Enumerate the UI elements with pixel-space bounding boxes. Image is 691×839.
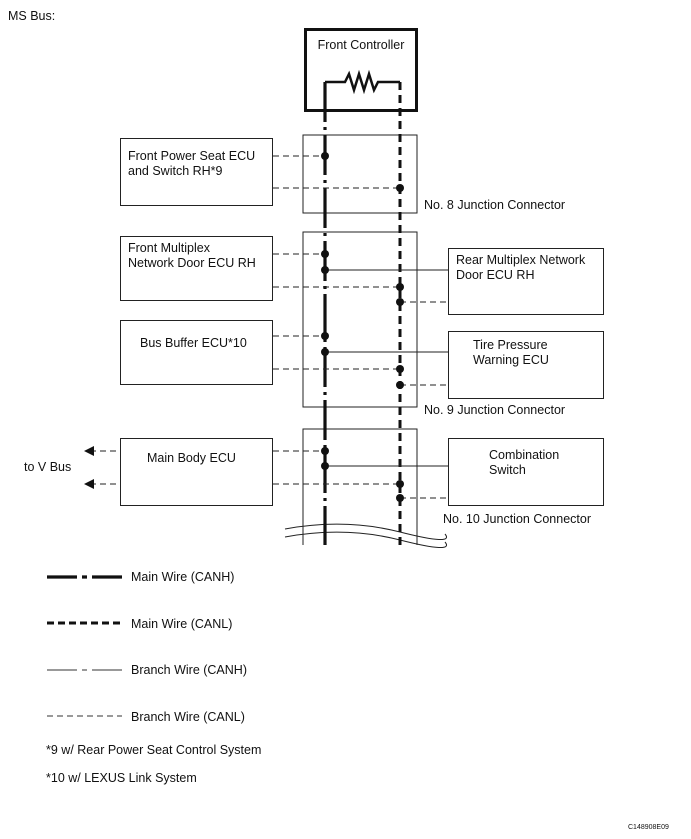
main-body-ecu-box: Main Body ECU: [120, 438, 273, 506]
break-line-bottom: [284, 531, 447, 548]
junction-9-label: No. 9 Junction Connector: [424, 403, 566, 417]
front-multiplex-ecu-line2: Network Door ECU RH: [128, 256, 256, 270]
front-power-seat-ecu-box: Front Power Seat ECU and Switch RH*9: [120, 138, 273, 206]
front-controller-box: [304, 28, 418, 112]
bus-buffer-ecu-label: Bus Buffer ECU*10: [140, 336, 247, 350]
tire-pressure-ecu-box: Tire Pressure Warning ECU: [448, 331, 604, 399]
arrow-left-bottom: [84, 479, 94, 489]
legend-main-canl-label: Main Wire (CANL): [131, 617, 233, 631]
front-multiplex-ecu-line1: Front Multiplex: [128, 241, 210, 255]
main-body-ecu-label: Main Body ECU: [147, 451, 236, 465]
splice-points: [321, 152, 404, 502]
legend-branch-canh-label: Branch Wire (CANH): [131, 663, 247, 677]
front-power-seat-ecu-line2: and Switch RH*9: [128, 164, 223, 178]
rear-multiplex-ecu-line2: Door ECU RH: [456, 268, 535, 282]
junction-connector-10: [302, 428, 418, 545]
junction-connector-8: [302, 134, 418, 214]
note-9: *9 w/ Rear Power Seat Control System: [46, 743, 262, 757]
front-power-seat-ecu-line1: Front Power Seat ECU: [128, 149, 256, 163]
break-line-top: [284, 523, 447, 540]
combination-switch-line1: Combination: [489, 448, 560, 462]
diagram-title: MS Bus:: [8, 9, 56, 23]
rear-multiplex-ecu-line1: Rear Multiplex Network: [456, 253, 586, 267]
bus-buffer-ecu-box: Bus Buffer ECU*10: [120, 320, 273, 385]
junction-8-label: No. 8 Junction Connector: [424, 198, 566, 212]
note-10: *10 w/ LEXUS Link System: [46, 771, 197, 785]
figure-code: C148908E09: [628, 824, 669, 831]
to-v-bus-label: to V Bus: [24, 460, 72, 474]
combination-switch-box: Combination Switch: [448, 438, 604, 506]
legend-main-canh-label: Main Wire (CANH): [131, 570, 235, 584]
tire-pressure-ecu-line2: Warning ECU: [473, 353, 549, 367]
front-multiplex-ecu-box: Front Multiplex Network Door ECU RH: [120, 236, 273, 301]
junction-10-label: No. 10 Junction Connector: [443, 512, 592, 526]
combination-switch-line2: Switch: [489, 463, 526, 477]
front-controller-label: Front Controller: [317, 38, 405, 52]
arrow-left-top: [84, 446, 94, 456]
legend-branch-canl-label: Branch Wire (CANL): [131, 710, 245, 724]
terminating-resistor: [325, 69, 400, 95]
junction-connector-9: [302, 231, 418, 408]
tire-pressure-ecu-line1: Tire Pressure: [473, 338, 548, 352]
rear-multiplex-ecu-box: Rear Multiplex Network Door ECU RH: [448, 248, 604, 315]
